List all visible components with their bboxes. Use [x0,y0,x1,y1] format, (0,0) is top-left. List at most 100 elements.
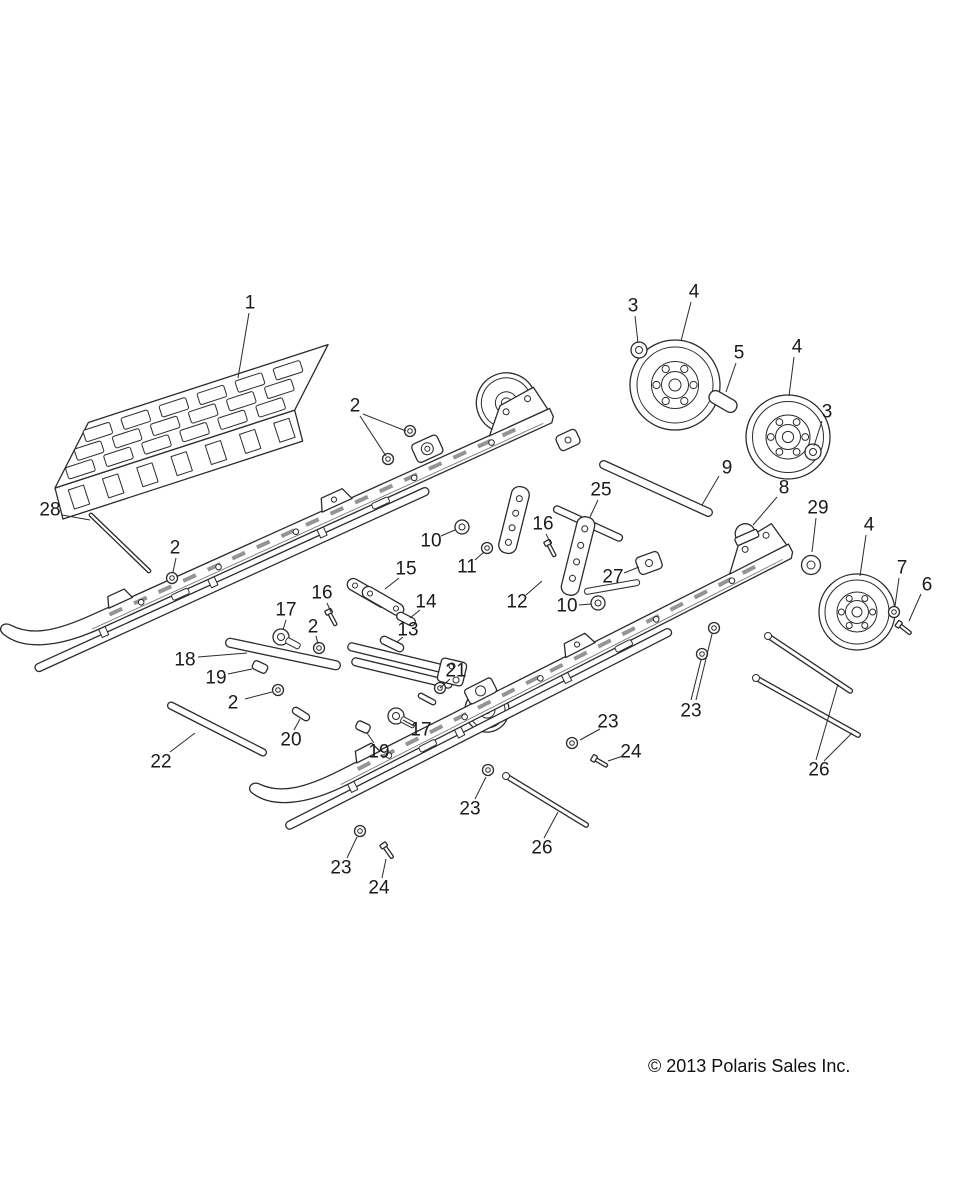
leader-line-1 [237,312,250,379]
leader-line-2 [315,635,319,645]
leader-line-13 [396,636,404,643]
callout-10: 10 [420,531,441,552]
callout-2: 2 [308,617,319,638]
leader-line-9 [701,475,720,506]
callout-6: 6 [922,575,933,596]
leader-line-15 [384,577,400,590]
leader-line-23 [346,836,358,859]
leader-line-5 [725,362,737,393]
front-pivot-shaft [225,637,341,671]
washer [353,824,367,838]
leader-line-20 [293,718,301,731]
diagram-artwork [0,339,914,861]
leader-line-11 [474,551,485,561]
leader-line-25 [589,499,599,518]
callout-10: 10 [556,596,577,617]
leader-line-8 [752,496,778,526]
callout-4: 4 [792,337,803,358]
leader-line-3 [634,315,639,344]
idler-wheel-middle [745,394,831,480]
leader-line-3 [813,420,823,447]
callout-23: 23 [330,858,351,879]
pin [417,692,437,706]
callout-25: 25 [590,480,611,501]
bolt [378,840,396,861]
bolt [323,607,340,628]
callout-14: 14 [415,592,437,613]
rod-end [272,628,301,650]
rear-suspension-bracket [498,485,641,596]
callout-12: 12 [506,592,527,613]
callout-17: 17 [275,600,296,621]
leader-line-2 [172,557,177,573]
bolt [589,753,610,770]
callout-22: 22 [150,752,171,773]
leader-line-12 [525,580,543,596]
leader-line-21 [439,678,451,689]
callout-16: 16 [311,583,332,604]
callout-8: 8 [779,478,790,499]
leader-line-23 [579,728,601,741]
leader-line-23 [695,633,713,701]
link-plate [361,585,405,617]
callout-19: 19 [205,668,226,689]
wheel-washer [804,443,822,461]
bolt [894,619,914,638]
copyright-text: © 2013 Polaris Sales Inc. [648,1056,850,1076]
front-torque-arm [347,642,468,689]
leader-line-10 [440,529,456,537]
leader-line-17 [282,619,287,631]
washer [481,763,495,777]
callout-11: 11 [457,557,477,578]
leader-line-19 [227,668,253,675]
callout-16: 16 [532,514,553,535]
idler-wheel-bottom [818,573,896,651]
link-pin [379,635,405,653]
callout-23: 23 [680,701,701,722]
leader-line-22 [169,732,196,753]
slide-block [635,550,663,576]
mounting-bolt-long [502,772,590,828]
callout-13: 13 [397,620,418,641]
washer [480,541,494,555]
callout-28: 28 [39,500,60,521]
leader-line-16 [326,602,332,613]
callout-5: 5 [734,343,745,364]
mounting-bolt-long [752,674,861,738]
wheel-spacer [708,389,738,414]
leader-line-28 [61,514,91,521]
leader-line-26 [823,732,853,762]
washer [403,424,417,438]
leader-line-7 [894,577,900,607]
leader-line-26 [815,683,839,761]
rear-axle-shaft [599,460,713,517]
callout-21: 21 [445,661,466,682]
leader-line-27 [623,566,640,574]
callout-24: 24 [368,878,390,899]
axle-cap [734,523,760,546]
leader-line-4 [859,534,867,577]
callout-24: 24 [620,742,642,763]
callout-17: 17 [410,720,431,741]
callout-2: 2 [228,693,239,714]
leader-line-16 [545,533,552,545]
leader-line-4 [680,301,692,342]
leader-line-14 [409,609,421,619]
callout-26: 26 [531,838,552,859]
limiter-rod [88,512,152,574]
callout-2: 2 [170,538,181,559]
callout-leader-lines [61,301,922,879]
left-rail-assembly [245,515,804,840]
wheel-washer [630,341,648,359]
washer [565,736,579,750]
washer [381,452,395,466]
callout-3: 3 [628,296,639,317]
leader-line-18 [197,652,248,658]
leader-line-2 [362,413,407,432]
callout-27: 27 [602,567,623,588]
leader-line-6 [908,593,922,622]
callout-15: 15 [395,559,416,580]
bolt [542,538,559,559]
callout-9: 9 [722,458,733,479]
